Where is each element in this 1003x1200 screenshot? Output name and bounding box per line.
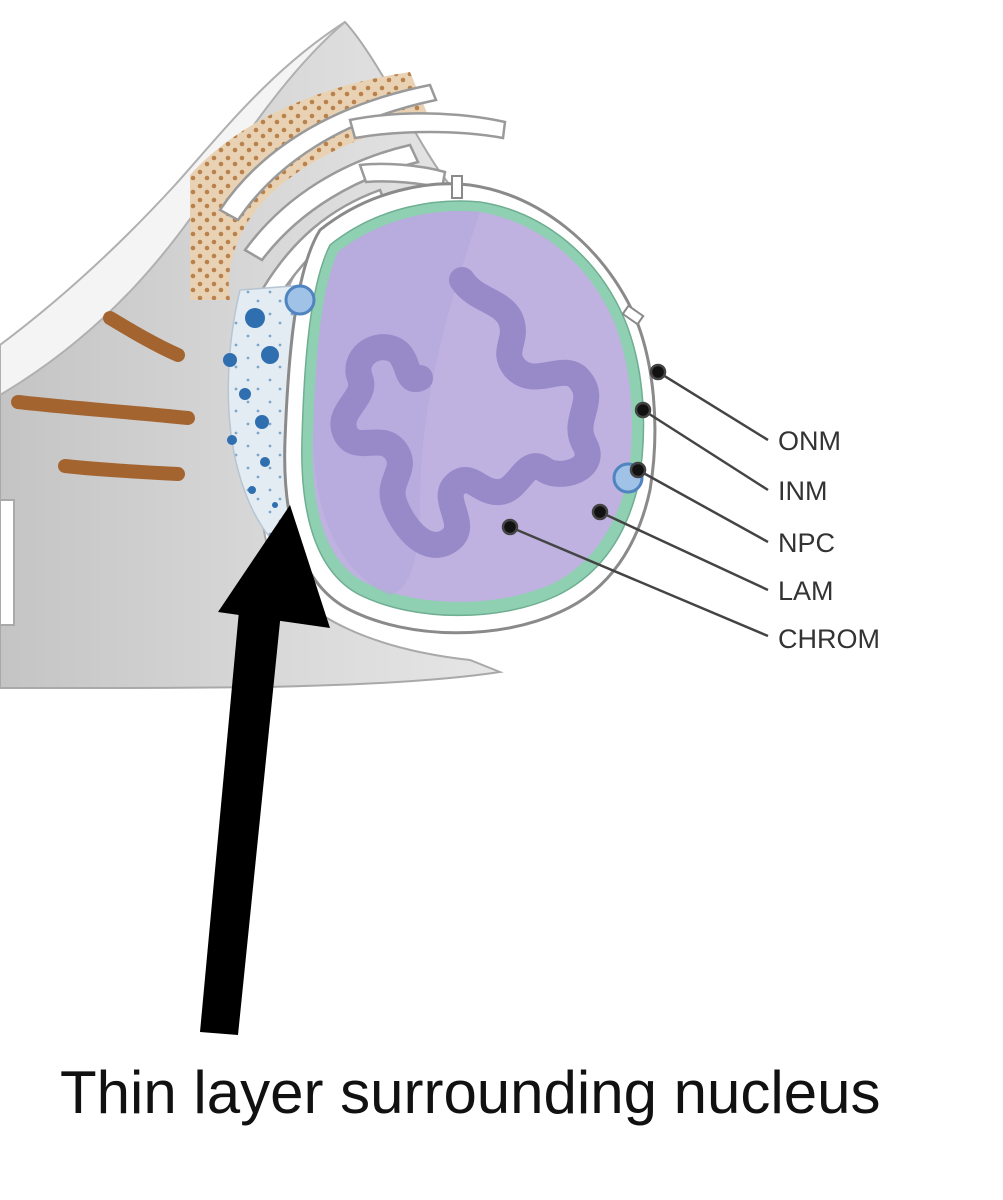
leader-dot-onm — [649, 363, 667, 381]
chromatin — [330, 267, 601, 558]
label-npc: NPC — [778, 528, 835, 558]
er-cisterna — [358, 162, 447, 190]
arrow-head — [218, 505, 330, 628]
vesicle — [248, 486, 256, 494]
envelope-gap — [451, 175, 463, 199]
leader-line-npc — [637, 468, 769, 544]
nuclear-pore — [284, 284, 316, 316]
vesicle — [272, 502, 278, 508]
envelope-gap — [621, 304, 645, 326]
cytoplasm-fold — [0, 21, 346, 397]
leader-line-lam — [599, 510, 769, 592]
leader-line-chrom — [509, 525, 769, 638]
vesicles — [223, 308, 279, 508]
nucleoplasm-shade — [313, 211, 480, 595]
envelope-gaps — [451, 175, 645, 326]
vesicle — [245, 308, 265, 328]
caption: Thin layer surrounding nucleus — [60, 1059, 881, 1126]
mitochondrion — [58, 459, 185, 481]
label-lam: LAM — [778, 576, 834, 606]
label-chrom: CHROM — [778, 624, 880, 654]
label-inm: INM — [778, 476, 828, 506]
arrow-shaft — [200, 600, 282, 1035]
vesicle — [255, 415, 269, 429]
vesicle — [239, 388, 251, 400]
vesicle — [223, 353, 237, 367]
pointer-arrow — [200, 505, 330, 1035]
er-cisterna — [348, 112, 507, 140]
leader-line-onm — [657, 370, 769, 442]
leader-dot-chrom — [501, 518, 519, 536]
vesicle — [227, 435, 237, 445]
mitochondria-group — [11, 311, 195, 481]
cytoplasm-notch — [0, 499, 15, 626]
mitochondrion — [103, 311, 185, 362]
mitochondrion — [11, 395, 195, 425]
leader-line-inm — [642, 408, 769, 492]
leader-dot-lam — [591, 503, 609, 521]
leader-lines — [501, 363, 769, 638]
er-cisterna — [218, 83, 438, 222]
leader-dot-inm — [634, 401, 652, 419]
er-cisternae — [218, 83, 507, 300]
leader-dot-npc — [629, 461, 647, 479]
vesicle — [261, 346, 279, 364]
vesicle — [260, 457, 270, 467]
label-onm: ONM — [778, 426, 841, 456]
